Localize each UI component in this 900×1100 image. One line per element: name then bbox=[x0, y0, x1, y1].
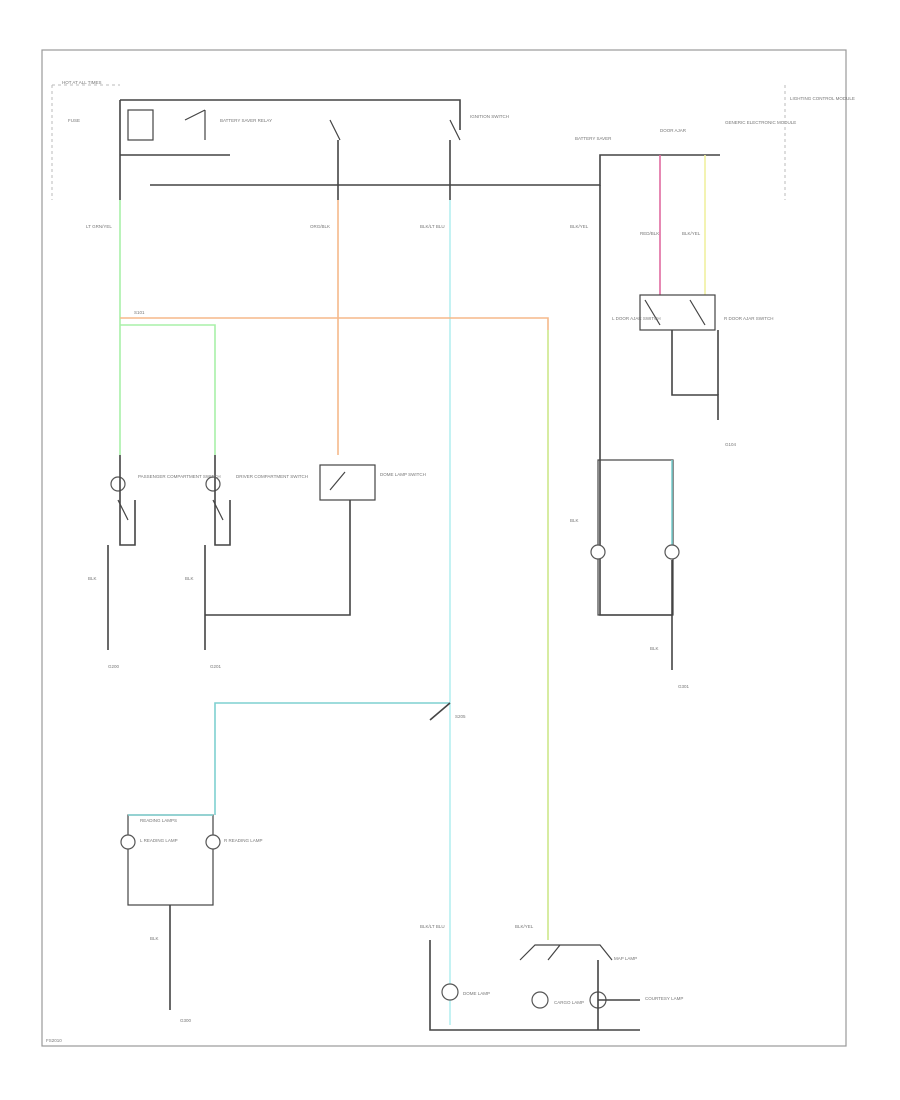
wire-label-2: ORG/BLK bbox=[310, 224, 330, 229]
ignition-switch-symbol bbox=[329, 119, 461, 141]
gem-box bbox=[597, 459, 674, 616]
l-door-ajar-switch-label: L DOOR AJAR SWITCH bbox=[612, 316, 661, 321]
ground-bottom-left-label: G300 bbox=[180, 1018, 192, 1023]
l-reading-lamp bbox=[120, 834, 136, 850]
wire-black-comp-left bbox=[107, 455, 136, 650]
wire-black-bottom-right bbox=[597, 960, 640, 1030]
footer-code-label: FS2010 bbox=[46, 1038, 62, 1043]
battery-saver-label: BATTERY SAVER bbox=[575, 136, 612, 141]
l-reading-lamp-label: L READING LAMP bbox=[140, 838, 178, 843]
driver-compartment-switch-label: DRIVER COMPARTMENT SWITCH bbox=[236, 474, 308, 479]
wire-green-branch bbox=[119, 324, 216, 455]
wire-label-5: RED/BLK bbox=[640, 231, 659, 236]
r-door-ajar-lamp bbox=[664, 544, 680, 560]
ignition-switch-label: IGNITION SWITCH bbox=[470, 114, 509, 119]
r-reading-lamp-label: R READING LAMP bbox=[224, 838, 263, 843]
reading-lamps-box bbox=[127, 814, 214, 906]
hot-at-all-times-label: HOT AT ALL TIMES bbox=[62, 80, 102, 85]
wire-label-3: BLK/LT BLU bbox=[420, 224, 445, 229]
diagram-frame bbox=[41, 49, 847, 1047]
ground-bottom-right-switch-label: G104 bbox=[725, 442, 737, 447]
wire-black-comp-mid bbox=[204, 455, 351, 650]
ground-left-label: G200 bbox=[108, 664, 120, 669]
wire-label-13: BLK/YEL bbox=[515, 924, 534, 929]
reading-lamps-label: READING LAMPS bbox=[140, 818, 177, 823]
ground-bottom-right-label: G301 bbox=[678, 684, 690, 689]
wire-label-7: BLK bbox=[88, 576, 97, 581]
wire-label-12: BLK/LT BLU bbox=[420, 924, 445, 929]
wire-label-10: BLK bbox=[150, 936, 159, 941]
fuse-label: FUSE bbox=[68, 118, 80, 123]
map-lamp-switches bbox=[519, 944, 613, 961]
r-door-ajar-switch-label: R DOOR AJAR SWITCH bbox=[724, 316, 774, 321]
light-control-module-label: LIGHTING CONTROL MODULE bbox=[790, 96, 855, 101]
wire-dash-splice bbox=[429, 702, 451, 721]
battery-saver-relay-label: BATTERY SAVER RELAY bbox=[220, 118, 272, 123]
cargo-lamp-label: CARGO LAMP bbox=[554, 1000, 584, 1005]
wire-teal-reading bbox=[214, 702, 450, 815]
cargo-lamp bbox=[531, 991, 549, 1009]
top-bus bbox=[120, 99, 461, 130]
l-door-ajar-lamp bbox=[590, 544, 606, 560]
splice-left-label: S101 bbox=[134, 310, 145, 315]
wire-label-4: BLK/YEL bbox=[570, 224, 589, 229]
module-line bbox=[150, 154, 720, 186]
relay-box bbox=[119, 100, 230, 156]
wire-label-11: BLK bbox=[650, 646, 659, 651]
wire-label-9: BLK bbox=[570, 518, 579, 523]
wire-black-right bbox=[599, 185, 672, 616]
splice-mid-label: S205 bbox=[455, 714, 466, 719]
passenger-compartment-switch-label: PASSENGER COMPARTMENT SWITCH bbox=[138, 474, 221, 479]
wire-label-8: BLK bbox=[185, 576, 194, 581]
gem-label: GENERIC ELECTRONIC MODULE bbox=[725, 120, 796, 125]
wire-orange-cross bbox=[120, 317, 549, 330]
courtesy-lamp-label: COURTESY LAMP bbox=[645, 996, 683, 1001]
door-ajar-label: DOOR AJAR bbox=[660, 128, 687, 133]
wire-label-1: LT GRN/YEL bbox=[86, 224, 112, 229]
r-reading-lamp bbox=[205, 834, 221, 850]
dome-lamp-switch-label: DOME LAMP SWITCH bbox=[380, 472, 426, 477]
dome-lamp-switch-symbol bbox=[319, 464, 376, 501]
map-lamp-label: MAP LAMP bbox=[614, 956, 637, 961]
door-ajar-switches bbox=[639, 294, 716, 331]
battery-saver-relay-symbol bbox=[127, 109, 206, 141]
ground-mid-left-label: G201 bbox=[210, 664, 222, 669]
fuse-box-outline bbox=[51, 84, 120, 200]
wire-black-bottom bbox=[429, 940, 640, 1031]
wire-black-switch-ground bbox=[671, 330, 719, 420]
dome-lamp bbox=[441, 983, 459, 1001]
wire-label-6: BLK/YEL bbox=[682, 231, 701, 236]
dome-lamp-label: DOME LAMP bbox=[463, 991, 490, 996]
